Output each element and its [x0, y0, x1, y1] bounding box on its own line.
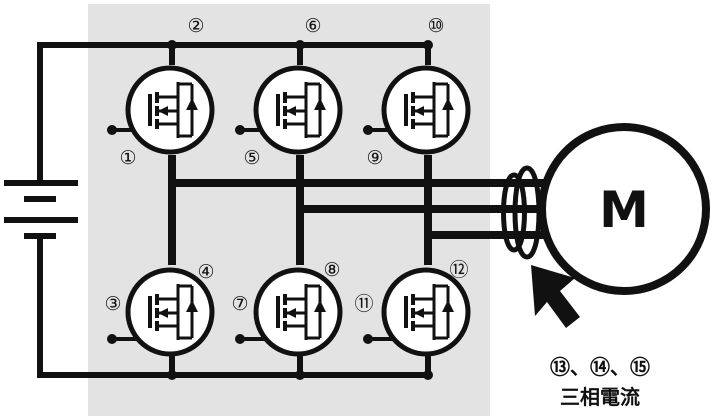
mosfet-icon [384, 270, 468, 354]
label-8: ⑧ [323, 259, 340, 281]
label-1: ① [119, 147, 136, 169]
label-6: ⑥ [304, 15, 321, 37]
phase-buses [172, 179, 548, 239]
sensor-numbers: ⑬、⑭、⑮ [550, 355, 650, 379]
gate-dots [107, 125, 373, 344]
label-11: ⑪ [354, 293, 373, 315]
label-3: ③ [104, 293, 121, 315]
arrow-icon [531, 265, 580, 328]
mosfet-icon [256, 68, 340, 152]
label-5: ⑤ [243, 147, 260, 169]
label-10: ⑩ [427, 15, 444, 37]
label-2: ② [187, 15, 204, 37]
mosfet-icon [384, 68, 468, 152]
sensor-caption: 三相電流 [560, 385, 640, 409]
motor-label: M [599, 181, 649, 239]
motor-icon [538, 123, 710, 295]
mosfet-icon [256, 270, 340, 354]
label-9: ⑨ [366, 147, 383, 169]
label-4: ④ [197, 261, 214, 283]
battery-icon [4, 180, 78, 239]
mosfet-icon [128, 68, 212, 152]
label-12: ⑫ [449, 259, 468, 281]
label-7: ⑦ [231, 293, 248, 315]
